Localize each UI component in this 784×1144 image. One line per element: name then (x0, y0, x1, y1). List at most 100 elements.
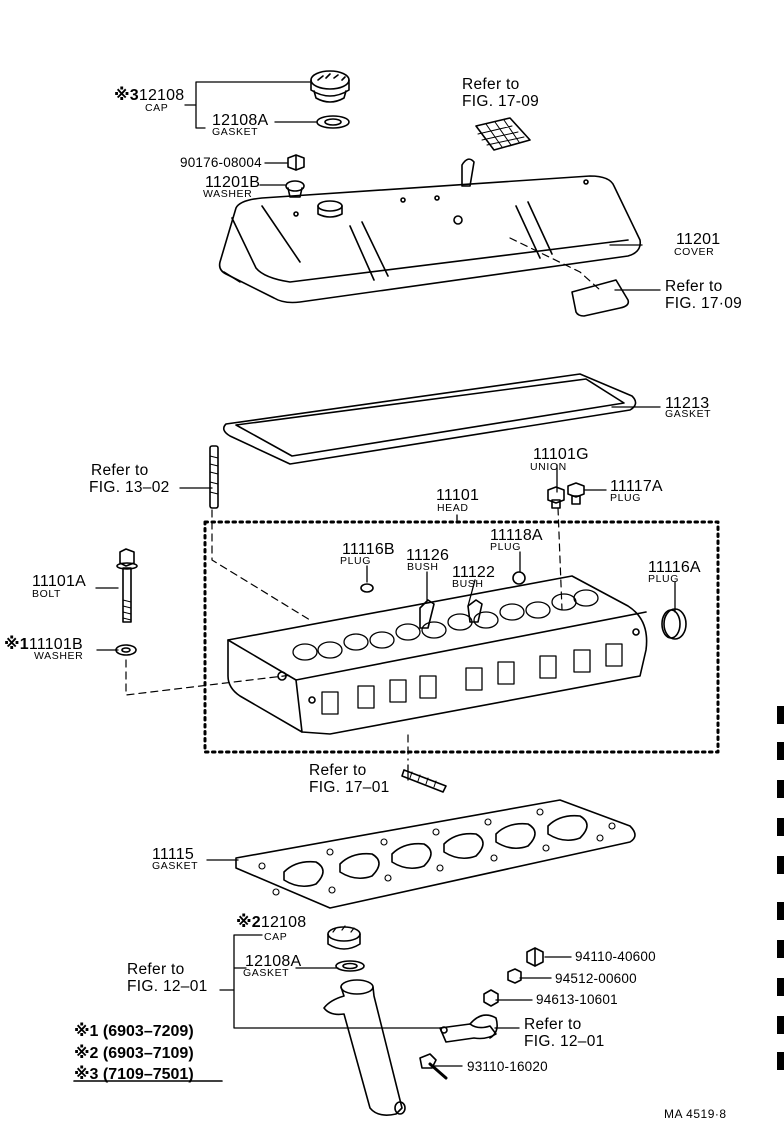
ref-fig-12-01-right-line1: Refer to (524, 1016, 582, 1033)
gasket-top-name: GASKET (212, 126, 259, 138)
bush-b-name: BUSH (452, 578, 484, 590)
bush-b-number: 11122 (452, 564, 496, 581)
legend-row-2: ※2 (6903–7109) (74, 1044, 194, 1062)
bracket-bolt (419, 1053, 448, 1080)
head-bolt (116, 548, 138, 623)
cap-top-name: CAP (145, 102, 169, 114)
washer-top-name: WASHER (203, 188, 253, 200)
union-name: UNION (530, 461, 567, 473)
plug-11116a (661, 608, 687, 640)
nut-94512 (507, 968, 522, 984)
ref-fig-17-09-top: Refer to FIG. 17-09 (462, 76, 539, 110)
plug-11117a (567, 482, 585, 505)
edge-mark-8 (777, 978, 784, 996)
edge-mark-6 (777, 902, 784, 920)
cylinder-head (227, 575, 648, 735)
ref-fig-17-09-cover-line2: FIG. 17·09 (665, 295, 743, 313)
stud-bolt-left (209, 445, 219, 509)
plug-11118a (512, 571, 526, 585)
nut-3-number: 94613-10601 (536, 992, 618, 1007)
ref-fig-13-02-line1: Refer to (91, 462, 149, 479)
washer-bolt-mark: ※1 (4, 636, 29, 653)
cover-gasket-number: 11213 (665, 395, 710, 412)
washer-bolt-name: WASHER (34, 650, 84, 662)
cap-gasket-top (316, 115, 350, 129)
cap-bottom-name: CAP (264, 931, 288, 943)
ref-fig-13-02-line2: FIG. 13–02 (89, 479, 170, 497)
washer-bolt-number: 11101B (28, 636, 83, 653)
legend-row-3: ※3 (7109–7501) (74, 1066, 194, 1084)
ref-fig-17-09-top-line1: Refer to (462, 76, 520, 93)
head-number: 11101 (436, 487, 480, 504)
bolt-name: BOLT (32, 588, 62, 600)
gasket-top-number: 12108A (212, 112, 269, 129)
gasket-bottom-number: 12108A (245, 953, 302, 970)
nut-1-number: 94110-40600 (575, 949, 656, 964)
plug-11116b (360, 583, 374, 593)
ref-fig-17-09-cover-line1: Refer to (665, 278, 723, 295)
cap-top-mark: ※3 (114, 87, 139, 104)
leader-lines (95, 81, 676, 1067)
union-number: 11101G (533, 446, 589, 463)
bush-a-number: 11126 (406, 547, 450, 564)
edge-mark-5 (777, 856, 784, 874)
plug-d-name: PLUG (648, 573, 679, 585)
cover-gasket-name: GASKET (665, 408, 712, 420)
gasket-bottom-name: GASKET (243, 967, 290, 979)
ref-fig-17-09-top-line2: FIG. 17-09 (462, 93, 540, 111)
cover-name: COVER (674, 246, 715, 258)
plug-a-name: PLUG (610, 492, 641, 504)
ref-fig-17-01-line1: Refer to (309, 762, 367, 779)
ref-fig-17-09-cover: Refer to FIG. 17·09 (665, 278, 742, 312)
washer-top (285, 180, 305, 198)
ref-fig-12-01-right-line2: FIG. 12–01 (524, 1033, 605, 1051)
plug-b-number: 11118A (490, 527, 543, 544)
cap-bottom-mark: ※2 (236, 914, 261, 931)
head-assembly-box (203, 520, 720, 754)
legend: ※1 (6903–7209) ※2 (6903–7109) ※3 (7109–7… (74, 1021, 194, 1086)
ref-fig-12-01-left-line2: FIG. 12–01 (127, 978, 208, 996)
ref-fig-12-01-right: Refer to FIG. 12–01 (524, 1016, 605, 1050)
union-fitting (547, 486, 565, 509)
edge-mark-1 (777, 706, 784, 724)
ref-fig-12-01-left-line1: Refer to (127, 961, 185, 978)
cap-gasket-bottom (335, 960, 365, 972)
head-name: HEAD (437, 502, 469, 514)
valve-cover (218, 158, 642, 304)
bush-a-name: BUSH (407, 561, 439, 573)
oil-filler-pipe (323, 979, 406, 1116)
head-gasket-name: GASKET (152, 860, 199, 872)
label-washer-bolt: ※111101B (4, 637, 83, 653)
nut-2-number: 94512-00600 (555, 971, 637, 986)
edge-mark-4 (777, 818, 784, 836)
legend-row-1: ※1 (6903–7209) (74, 1023, 194, 1040)
cover-seal-pad (571, 279, 630, 317)
pipe-clamp-bracket (439, 1014, 498, 1043)
plug-c-number: 11116B (342, 541, 395, 558)
plug-a-number: 11117A (610, 478, 663, 495)
label-cap-top: ※312108 (114, 88, 184, 104)
edge-mark-7 (777, 940, 784, 958)
cap-bottom-number: 12108 (260, 914, 307, 931)
nut-top-number: 90176-08004 (180, 155, 262, 170)
edge-mark-10 (777, 1052, 784, 1070)
ref-fig-17-01: Refer to FIG. 17–01 (309, 762, 390, 796)
label-cap-bottom: ※212108 (236, 915, 306, 931)
cover-gasket (222, 373, 637, 465)
nut-top (287, 154, 305, 171)
ref-fig-12-01-left: Refer to FIG. 12–01 (127, 961, 208, 995)
bolt-bottom-number: 93110-16020 (467, 1059, 548, 1074)
nut-94110 (526, 947, 544, 967)
head-gasket-number: 11115 (152, 846, 194, 863)
oil-filler-cap-top (310, 70, 350, 103)
oil-filler-cap-bottom (327, 925, 361, 950)
breather-plate (475, 117, 531, 151)
stud-bolt-lower (401, 769, 447, 793)
nut-94613 (483, 989, 499, 1007)
catalog-code: MA 4519·8 (664, 1107, 727, 1121)
plug-c-name: PLUG (340, 555, 371, 567)
edge-mark-2 (777, 742, 784, 760)
washer-top-number: 11201B (205, 174, 261, 191)
head-bolt-washer (115, 644, 137, 656)
